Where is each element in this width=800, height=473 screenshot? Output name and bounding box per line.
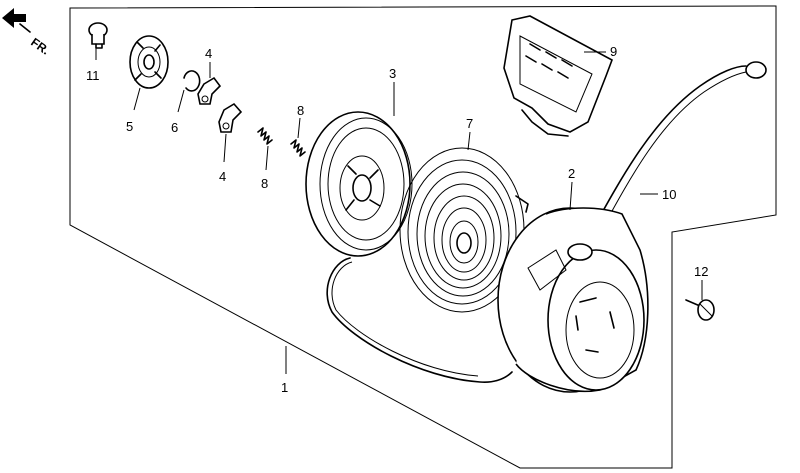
starter-rope-1 bbox=[326, 257, 513, 383]
callout-11: 11 bbox=[86, 68, 100, 83]
grip-rope-10 bbox=[587, 61, 767, 241]
callout-6: 6 bbox=[171, 120, 178, 135]
spring-8-right bbox=[290, 139, 306, 157]
ratchet-4-upper bbox=[197, 76, 222, 105]
assembly-outline bbox=[69, 5, 777, 469]
starter-case-2 bbox=[497, 207, 649, 393]
callout-8-lower: 8 bbox=[261, 176, 268, 191]
callout-8-upper: 8 bbox=[297, 103, 304, 118]
callout-12: 12 bbox=[694, 264, 708, 279]
spring-8-left bbox=[257, 127, 273, 145]
screw-11 bbox=[88, 22, 108, 49]
callout-10: 10 bbox=[662, 187, 676, 202]
callout-1: 1 bbox=[281, 380, 288, 395]
leader-lines bbox=[95, 48, 703, 374]
callout-2: 2 bbox=[568, 166, 575, 181]
callout-4-lower: 4 bbox=[219, 169, 226, 184]
callout-9: 9 bbox=[610, 44, 617, 59]
callout-3: 3 bbox=[389, 66, 396, 81]
front-direction-arrow bbox=[2, 8, 31, 33]
ratchet-cam-5 bbox=[129, 35, 169, 89]
callout-5: 5 bbox=[126, 119, 133, 134]
circlip-6 bbox=[183, 70, 201, 92]
ratchet-4-lower bbox=[218, 102, 243, 133]
callout-4-upper: 4 bbox=[205, 46, 212, 61]
front-direction-label: FR. bbox=[28, 35, 52, 58]
flange-bolt-12 bbox=[685, 299, 715, 321]
starter-grip-9 bbox=[503, 15, 613, 137]
callout-7: 7 bbox=[466, 116, 473, 131]
starter-pulley-3 bbox=[305, 111, 413, 257]
